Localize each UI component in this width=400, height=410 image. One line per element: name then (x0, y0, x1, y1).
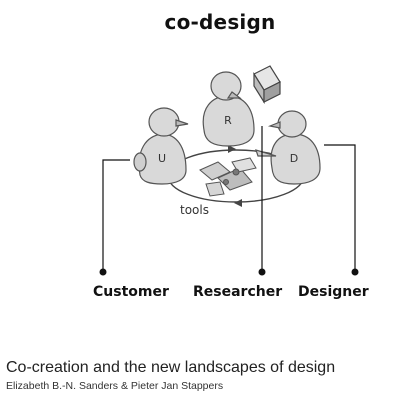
customer-leader-line (102, 159, 130, 271)
cycle-arrowheads (228, 145, 242, 207)
customer-figure: U (133, 107, 189, 185)
leader-lines (102, 126, 356, 271)
page-title: co-design (164, 10, 276, 34)
researcher-label: Researcher (193, 284, 283, 300)
researcher-figure: R (202, 71, 255, 147)
designer-leader-line (324, 144, 356, 271)
figure-letter: U (158, 152, 166, 165)
caption-title: Co-creation and the new landscapes of de… (6, 359, 336, 376)
leader-dots (99, 268, 359, 276)
designer-label: Designer (298, 284, 369, 300)
tools-pile (199, 157, 257, 197)
customer-label: Customer (93, 284, 169, 300)
tools-label: tools (180, 203, 209, 217)
caption-authors: Elizabeth B.-N. Sanders & Pieter Jan Sta… (6, 380, 224, 392)
designer-dot (351, 268, 359, 276)
researcher-dot (258, 268, 266, 276)
box-icon (253, 65, 281, 105)
designer-figure: D (255, 110, 321, 185)
figure-letter: R (224, 114, 232, 127)
customer-dot (99, 268, 107, 276)
figure-letter: D (290, 152, 298, 165)
